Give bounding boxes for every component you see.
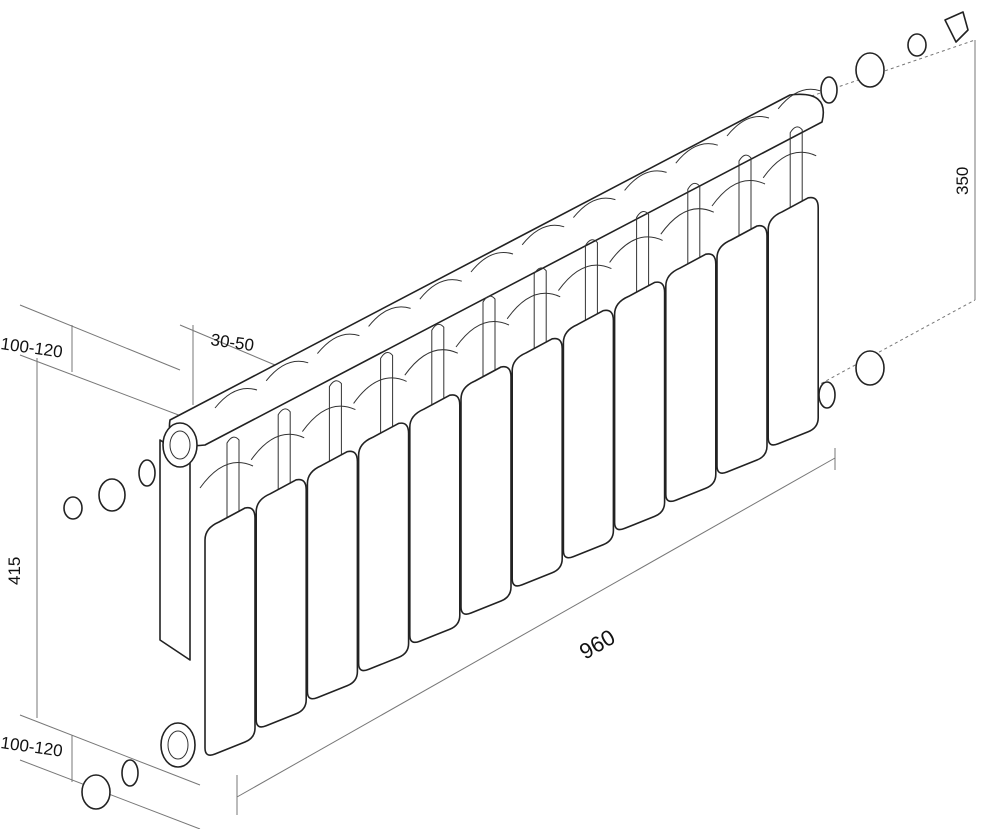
length-label: 960 — [575, 624, 619, 664]
section-panel — [255, 478, 307, 728]
bottom-offset-label: 100-120 — [0, 733, 64, 760]
top-left-inlet-bore — [169, 430, 191, 460]
section-rib — [506, 292, 561, 320]
header-joint — [726, 116, 770, 137]
section-panel — [409, 394, 461, 644]
header-joint — [214, 388, 258, 409]
header-joint — [470, 252, 514, 273]
plug-icon — [98, 478, 126, 512]
section-rib — [301, 405, 356, 432]
section-fin — [328, 380, 342, 467]
fittings — [63, 11, 969, 810]
header-joint — [419, 279, 462, 300]
header-joint — [573, 197, 616, 218]
axis-distance-label: 350 — [953, 167, 972, 195]
section-rib — [199, 462, 254, 489]
header-joint — [624, 170, 667, 191]
section-rib — [609, 236, 663, 263]
top-offset-label: 100-120 — [0, 334, 64, 361]
section-fin — [431, 323, 445, 411]
section-rib — [250, 433, 305, 461]
section-fin — [380, 352, 394, 439]
section-panel — [204, 506, 256, 756]
section-panel — [613, 281, 666, 531]
section-panel — [562, 309, 615, 559]
section-fin — [738, 154, 752, 241]
plug-icon — [855, 52, 885, 88]
section-fin — [482, 295, 496, 382]
valve-icon — [907, 33, 927, 57]
section-rib — [353, 377, 407, 404]
header-joint — [675, 143, 718, 164]
section-panel — [511, 337, 563, 587]
section-rib — [404, 349, 459, 376]
plug-icon — [855, 350, 885, 386]
section-rib — [455, 321, 510, 348]
section-rib — [711, 180, 766, 207]
header-joint — [368, 306, 411, 327]
top-left-inlet — [162, 422, 198, 468]
section-fin — [636, 211, 650, 298]
wall-gap-label: 30-50 — [209, 330, 255, 355]
section-fin — [584, 239, 598, 326]
gasket-icon — [121, 759, 139, 787]
section-fin — [226, 436, 240, 523]
valve-icon — [63, 496, 83, 520]
height-label: 415 — [5, 557, 24, 585]
section-rib — [557, 264, 612, 291]
section-panel — [767, 196, 819, 446]
gasket-icon — [138, 459, 156, 487]
section-rib — [762, 151, 817, 179]
bottom-left-inlet — [160, 722, 196, 768]
side-plate — [159, 439, 191, 661]
plug-icon — [81, 774, 111, 810]
header-joint — [777, 88, 821, 110]
header-joint — [317, 333, 360, 354]
section-fin — [277, 408, 291, 495]
section-fin — [687, 182, 701, 270]
header-joint — [521, 224, 565, 246]
section-panel — [306, 450, 359, 700]
radiator-body — [159, 88, 825, 756]
section-fin — [533, 267, 547, 354]
air-vent-icon — [944, 11, 969, 43]
section-panel — [460, 365, 512, 615]
gasket-icon — [818, 381, 836, 409]
section-panel — [357, 422, 410, 672]
section-panel — [716, 224, 768, 474]
header-joint — [265, 360, 309, 382]
bottom-left-inlet-bore — [167, 730, 189, 760]
section-fin — [789, 126, 803, 213]
gasket-icon — [820, 76, 838, 104]
section-rib — [660, 208, 715, 235]
section-panel — [665, 253, 717, 503]
